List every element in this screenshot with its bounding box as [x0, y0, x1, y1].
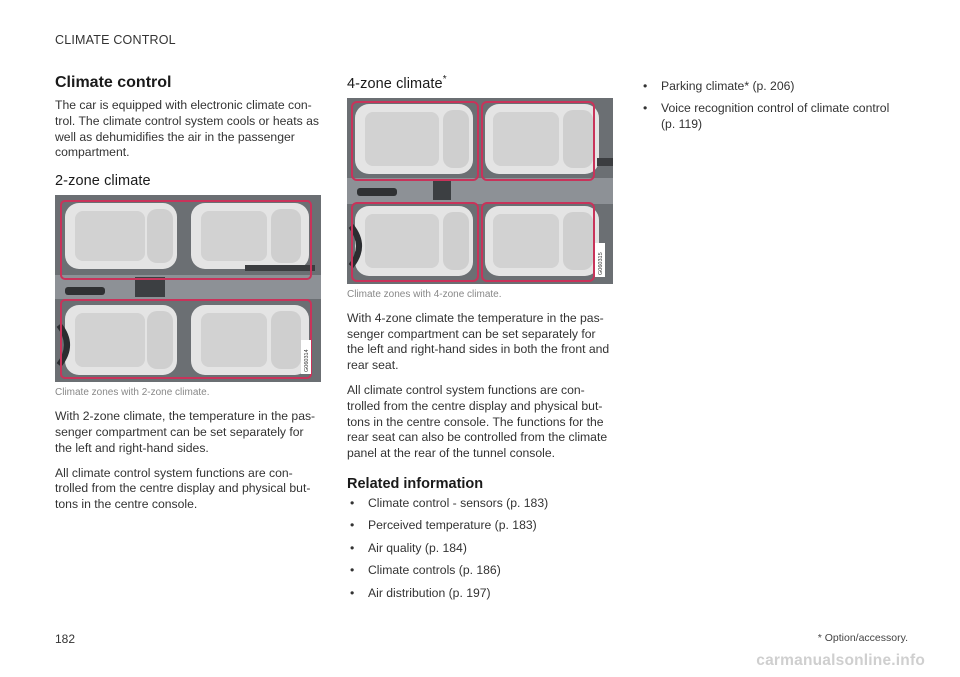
zone-outline-left	[60, 200, 312, 281]
zone4-heading: 4-zone climate*	[347, 74, 613, 92]
zone-outline-right	[60, 299, 312, 380]
related-link[interactable]: Climate control - sensors (p. 183)	[347, 496, 613, 512]
zone4-caption: Climate zones with 4-zone climate.	[347, 288, 502, 300]
zone2-caption: Climate zones with 2-zone climate.	[55, 387, 210, 399]
zone2-paragraph-2: All climate control system functions are…	[55, 465, 311, 512]
option-footnote: * Option/accessory.	[817, 632, 908, 644]
related-link[interactable]: Air quality (p. 184)	[347, 541, 613, 557]
related-links-continued: Parking climate* (p. 206) Voice recognit…	[640, 79, 902, 133]
zone-outline-front-left	[351, 100, 479, 181]
intro-paragraph: The car is equipped with electronic clim…	[55, 98, 319, 160]
zone-outline-rear-right	[481, 201, 595, 282]
related-information-heading: Related information	[347, 476, 484, 492]
option-asterisk: *	[442, 74, 447, 85]
page-number: 182	[55, 632, 76, 646]
zone2-heading: 2-zone climate	[55, 173, 151, 190]
column-left: Climate control The car is equipped with…	[55, 74, 321, 522]
page-title: Climate control	[55, 74, 172, 91]
column-right: Parking climate* (p. 206) Voice recognit…	[640, 79, 902, 140]
zone4-figure-code: G060315	[598, 252, 604, 275]
zone4-paragraph-2: All climate control system functions are…	[347, 383, 608, 461]
related-links-list: Climate control - sensors (p. 183) Perce…	[347, 496, 613, 601]
column-middle: 4-zone climate*	[347, 74, 613, 608]
related-link[interactable]: Air distribution (p. 197)	[347, 586, 613, 602]
zone2-paragraph-1: With 2-zone climate, the temperature in …	[55, 409, 316, 455]
zone-outline-rear-left	[351, 201, 479, 282]
related-link[interactable]: Parking climate* (p. 206)	[640, 79, 902, 95]
zone2-figure: G060314	[55, 195, 321, 383]
section-header: CLIMATE CONTROL	[55, 33, 176, 47]
watermark: carmanualsonline.info	[756, 652, 925, 669]
zone4-figure: G060315	[347, 97, 613, 284]
zone4-heading-text: 4-zone climate	[347, 75, 443, 92]
related-link[interactable]: Climate controls (p. 186)	[347, 563, 613, 579]
related-link[interactable]: Voice recognition control of climate con…	[640, 101, 902, 133]
zone2-car-interior-illustration: G060314	[55, 195, 321, 383]
zone-outline-front-right	[481, 100, 595, 181]
related-link[interactable]: Perceived temperature (p. 183)	[347, 518, 613, 534]
zone4-car-interior-illustration: G060315	[347, 97, 613, 284]
zone4-paragraph-1: With 4-zone climate the temperature in t…	[347, 310, 610, 373]
zone2-figure-code: G060314	[304, 350, 310, 373]
